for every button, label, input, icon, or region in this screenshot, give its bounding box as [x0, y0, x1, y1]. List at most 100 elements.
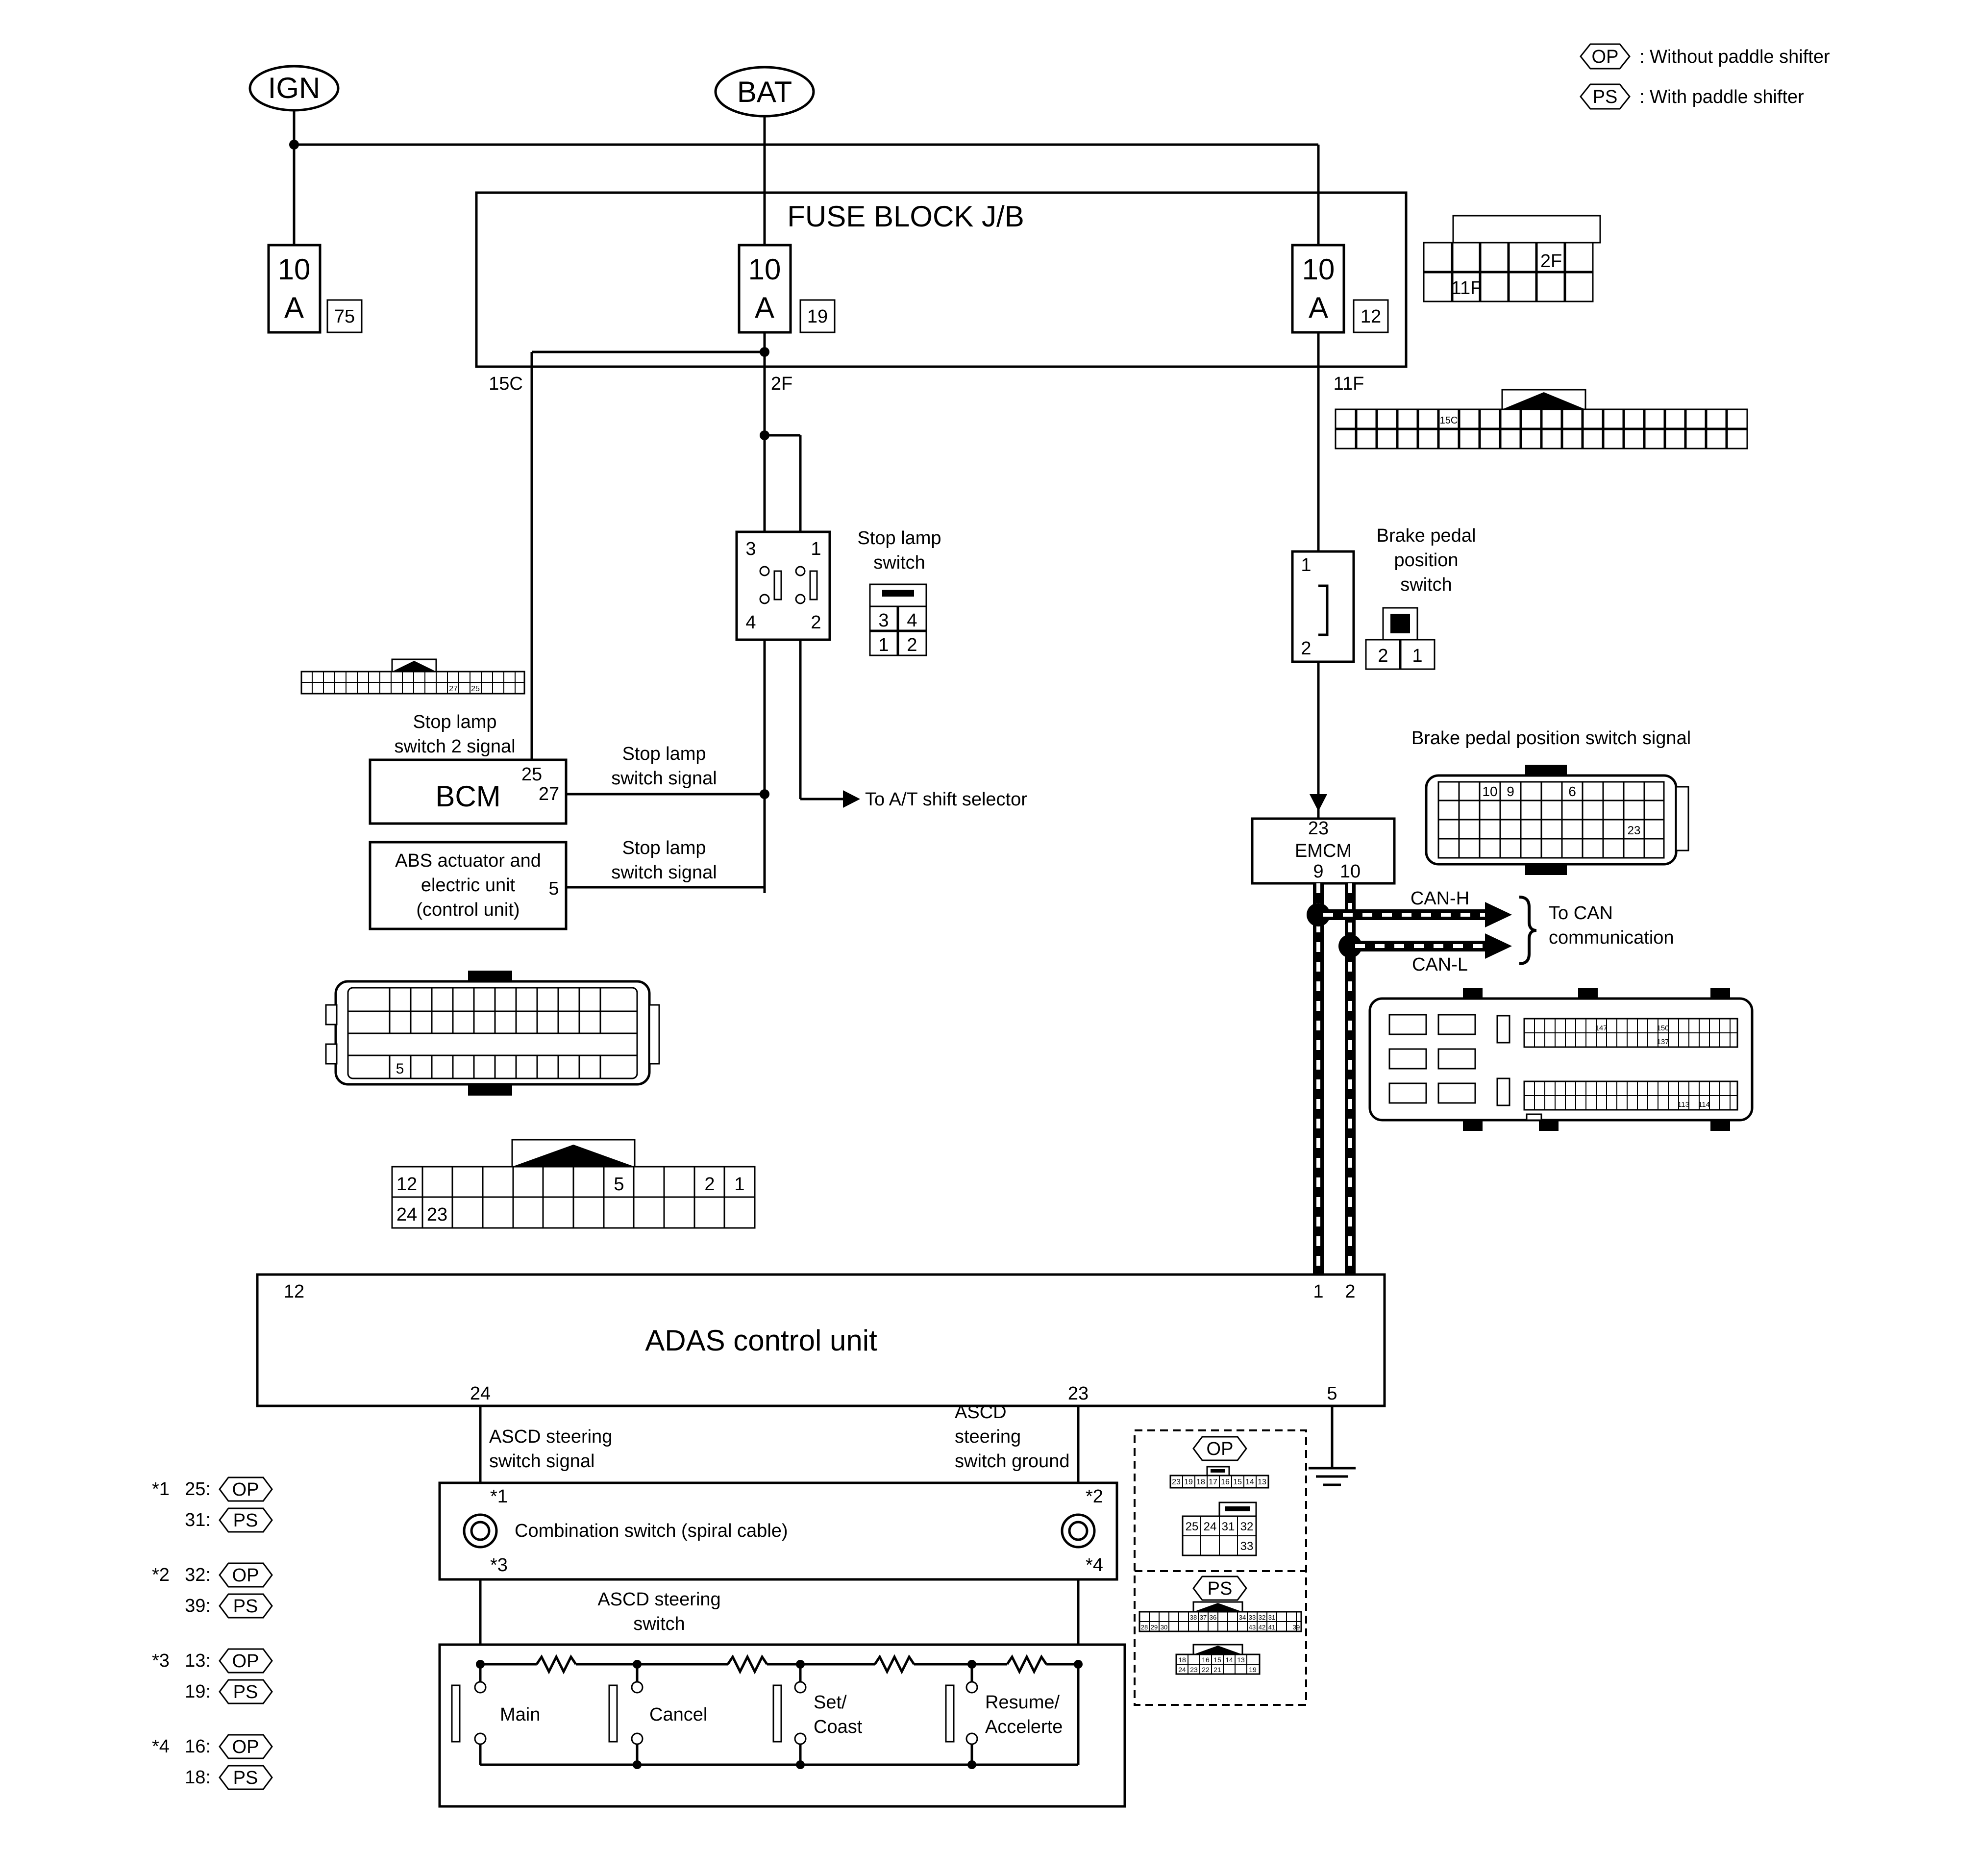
- svg-text:9: 9: [1313, 861, 1323, 882]
- stop-lamp-switch-connector: 3 4 1 2: [869, 583, 927, 656]
- svg-text:*2: *2: [1086, 1486, 1103, 1507]
- terminal-2f: 2F: [771, 374, 792, 394]
- svg-text:5: 5: [548, 878, 559, 899]
- legend: OP : Without paddle shifter PS : With pa…: [1580, 43, 1830, 110]
- fuse-75: 10 A 75: [267, 244, 363, 334]
- svg-text:2: 2: [1378, 646, 1388, 666]
- svg-text:5: 5: [1327, 1383, 1337, 1404]
- svg-text:13: 13: [1258, 1478, 1266, 1486]
- bcm-signal2-label-1: Stop lamp: [413, 712, 496, 732]
- svg-text:37: 37: [1200, 1614, 1207, 1621]
- bat-source: BAT: [714, 66, 815, 118]
- can-l-label: CAN-L: [1412, 954, 1468, 975]
- svg-text:24: 24: [1204, 1520, 1217, 1533]
- svg-text:3: 3: [745, 539, 756, 559]
- resume-accelerate-switch: Resume/ Accelerte: [945, 1664, 1063, 1765]
- svg-text:23: 23: [1068, 1383, 1089, 1404]
- svg-text:PS: PS: [233, 1768, 258, 1788]
- svg-text:31: 31: [1222, 1520, 1235, 1533]
- svg-text:OP: OP: [1207, 1439, 1234, 1459]
- note-1: *1 25: OP 31: PS: [152, 1476, 273, 1533]
- svg-text:5: 5: [396, 1061, 404, 1077]
- brake-switch-label-1: Brake pedal: [1377, 525, 1476, 546]
- svg-text:Coast: Coast: [814, 1717, 863, 1737]
- svg-text:18:: 18:: [185, 1767, 211, 1788]
- svg-text:Resume/: Resume/: [985, 1692, 1060, 1713]
- abs-signal-label-2: switch signal: [611, 862, 717, 883]
- svg-text:24: 24: [1178, 1666, 1186, 1674]
- svg-text:42: 42: [1259, 1624, 1265, 1631]
- svg-text:2: 2: [1301, 638, 1311, 659]
- adas-control-unit: 12 1 2 ADAS control unit 24 23 5: [256, 1273, 1386, 1407]
- fuse-block-title: FUSE BLOCK J/B: [787, 200, 1024, 233]
- stop-lamp-switch-label-2: switch: [873, 552, 925, 573]
- svg-text:A: A: [1309, 291, 1328, 324]
- svg-text:114: 114: [1698, 1101, 1710, 1109]
- svg-text:18: 18: [1196, 1478, 1205, 1486]
- svg-text:*3: *3: [490, 1555, 508, 1576]
- svg-text:*1: *1: [152, 1479, 170, 1500]
- at-selector-label: To A/T shift selector: [865, 789, 1027, 810]
- ascd-ground-label-3: switch ground: [955, 1451, 1069, 1472]
- svg-text:OP: OP: [232, 1651, 259, 1672]
- svg-text:OP: OP: [232, 1565, 259, 1586]
- svg-text:36: 36: [1210, 1614, 1216, 1621]
- ascd-ground-label-1: ASCD: [955, 1402, 1007, 1423]
- legend-ps-tag: PS: [1593, 87, 1618, 107]
- can-to-label-1: To CAN: [1549, 903, 1613, 924]
- svg-text:147: 147: [1595, 1024, 1607, 1032]
- emcm-connector: 10 9 6 23: [1425, 765, 1689, 875]
- svg-text:38: 38: [1190, 1614, 1197, 1621]
- stop-lamp-switch-label-1: Stop lamp: [857, 528, 941, 549]
- svg-text:BCM: BCM: [435, 780, 500, 813]
- svg-text:2: 2: [1345, 1281, 1355, 1302]
- can-to-label-2: communication: [1549, 927, 1674, 948]
- svg-text:A: A: [284, 291, 304, 324]
- svg-text:31:: 31:: [185, 1510, 211, 1530]
- brake-switch-label-3: switch: [1400, 575, 1452, 595]
- spiral-cable-label: Combination switch (spiral cable): [515, 1521, 788, 1541]
- svg-text:24: 24: [470, 1383, 491, 1404]
- svg-text:19: 19: [807, 306, 828, 327]
- svg-text:17: 17: [1209, 1478, 1217, 1486]
- svg-text:30: 30: [1161, 1624, 1167, 1631]
- legend-ps-text: : With paddle shifter: [1639, 87, 1804, 107]
- svg-text:IGN: IGN: [268, 72, 321, 104]
- adas-title: ADAS control unit: [645, 1324, 877, 1357]
- svg-text:27: 27: [449, 685, 458, 693]
- svg-text:12: 12: [396, 1174, 417, 1195]
- ascd-ground-label-2: steering: [955, 1426, 1021, 1447]
- svg-text:14: 14: [1225, 1656, 1233, 1664]
- svg-text:16:: 16:: [185, 1736, 211, 1757]
- bcm-signal-label-2: switch signal: [611, 768, 717, 789]
- emcm: 23 EMCM 9 10: [1251, 817, 1396, 885]
- svg-text:1: 1: [878, 635, 889, 655]
- svg-text:PS: PS: [233, 1682, 258, 1702]
- note-4: *4 16: OP 18: PS: [152, 1734, 273, 1790]
- svg-text:18: 18: [1178, 1656, 1186, 1664]
- terminal-15c: 15C: [489, 374, 523, 394]
- svg-text:23: 23: [1628, 824, 1641, 837]
- svg-text:(control unit): (control unit): [416, 900, 520, 920]
- emcm-signal-label: Brake pedal position switch signal: [1411, 728, 1691, 749]
- svg-text:43: 43: [1249, 1624, 1256, 1631]
- fuse-block-connector-upper: 2F 11F: [1423, 215, 1601, 302]
- svg-text:32: 32: [1240, 1520, 1254, 1533]
- svg-text:22: 22: [1202, 1666, 1210, 1674]
- svg-text:1: 1: [1301, 555, 1311, 575]
- svg-text:25: 25: [521, 764, 542, 785]
- svg-text:27: 27: [539, 784, 559, 804]
- svg-text:23: 23: [1190, 1666, 1198, 1674]
- brake-switch-label-2: position: [1394, 550, 1459, 571]
- svg-text:Accelerte: Accelerte: [985, 1717, 1063, 1737]
- combination-switch: *1 *2 *3 *4 Combination switch (spiral c…: [438, 1481, 1118, 1581]
- svg-text:10: 10: [278, 253, 311, 286]
- svg-text:29: 29: [1151, 1624, 1158, 1631]
- svg-text:33: 33: [1249, 1614, 1256, 1621]
- svg-text:10: 10: [1302, 253, 1335, 286]
- svg-text:13: 13: [1237, 1656, 1245, 1664]
- svg-text:28: 28: [1141, 1624, 1148, 1631]
- svg-text:*3: *3: [152, 1651, 170, 1671]
- svg-text:3: 3: [878, 610, 889, 631]
